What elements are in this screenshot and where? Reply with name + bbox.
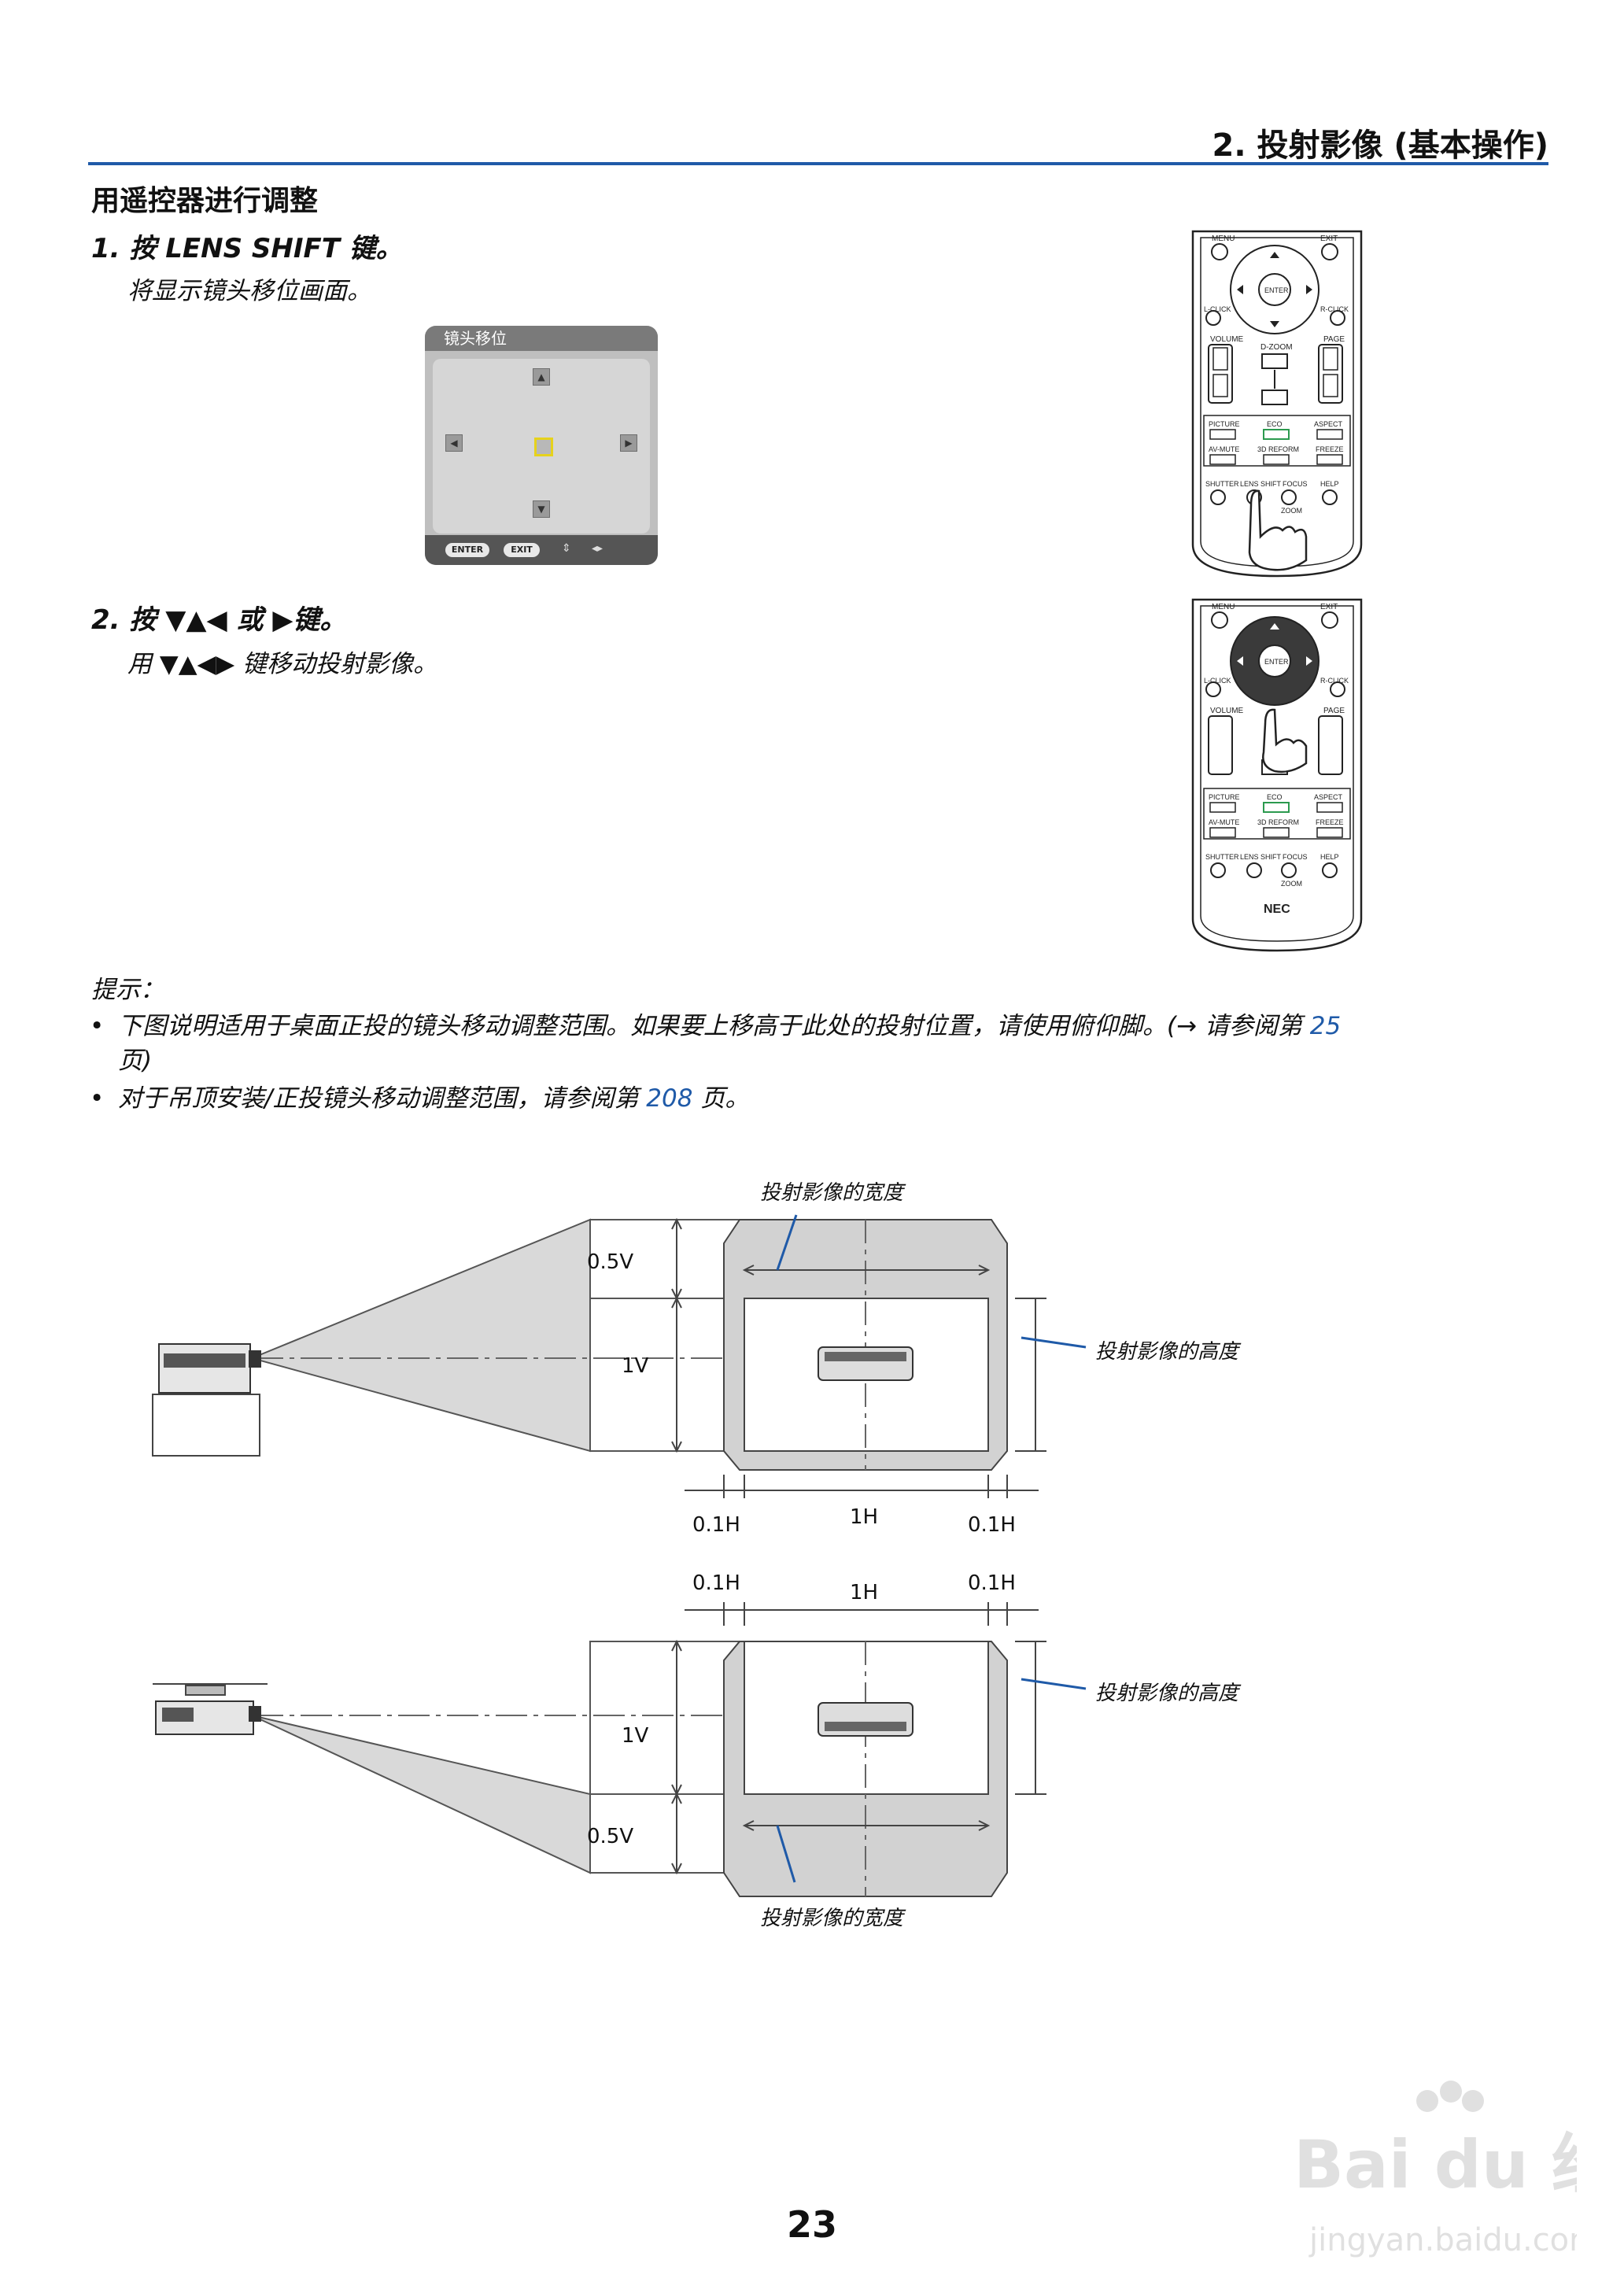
tip1-tail: 页) (118, 1047, 153, 1075)
remote-exit-label: EXIT (1320, 234, 1338, 243)
remote-freeze-label: FREEZE (1316, 445, 1344, 453)
osd-footer: ENTER EXIT ⇕ ◂▸ (425, 535, 658, 565)
remote-reform-label: 3D REFORM (1257, 445, 1299, 453)
header-title: 2. 投射影像 (基本操作) (1212, 127, 1548, 164)
remote2-lensshift-label: LENS SHIFT (1240, 853, 1282, 861)
remote-rclick-label: R-CLICK (1320, 305, 1349, 313)
dim-0.1h-upper-right: 0.1H (968, 1513, 1016, 1537)
watermark-brand: Bai du 经验 (1294, 2126, 1577, 2203)
remote2-focus-label: FOCUS (1283, 853, 1308, 861)
remote-zoom-label: ZOOM (1281, 507, 1302, 515)
remote-enter-label: ENTER (1264, 286, 1289, 294)
step2-title: 2. 按 ▼▲◀ 或 ▶键。 (91, 604, 347, 636)
osd-left-arrow-icon: ◀ (445, 434, 463, 452)
remote-control-arrow-keys: MENU EXIT ENTER L-CLICK R-CLICK VOLUME P… (1191, 598, 1363, 952)
step1-desc: 将显示镜头移位画面。 (127, 277, 371, 305)
osd-down-arrow-icon: ▼ (533, 500, 550, 518)
osd-panel: ▲ ▼ ◀ ▶ (433, 359, 650, 534)
remote2-volume-label: VOLUME (1210, 707, 1244, 715)
section-title: 用遥控器进行调整 (91, 185, 319, 217)
osd-up-arrow-icon: ▲ (533, 368, 550, 386)
bullet-dot: • (90, 1012, 105, 1040)
dim-0.1h-upper-left: 0.1H (692, 1513, 740, 1537)
osd-leftright-icon: ◂▸ (592, 542, 603, 555)
remote2-exit-label: EXIT (1320, 603, 1338, 611)
tips-label: 提示： (91, 976, 164, 1004)
osd-updown-icon: ⇕ (562, 542, 571, 555)
remote2-zoom-label: ZOOM (1281, 880, 1302, 888)
remote2-shutter-label: SHUTTER (1205, 853, 1239, 861)
osd-exit-key: EXIT (504, 543, 540, 557)
tip2-page-link[interactable]: 208 (646, 1084, 693, 1113)
dim-0.1h-lower-left: 0.1H (692, 1571, 740, 1595)
height-label-lower: 投射影像的高度 (1095, 1682, 1242, 1705)
remote2-lclick-label: L-CLICK (1204, 677, 1231, 685)
remote-picture-label: PICTURE (1209, 420, 1240, 428)
bullet-dot: • (90, 1084, 105, 1113)
remote2-page-label: PAGE (1323, 707, 1345, 715)
remote2-avmute-label: AV-MUTE (1209, 818, 1239, 826)
watermark-url: jingyan.baidu.com (1308, 2222, 1577, 2258)
lens-shift-osd: 镜头移位 ▲ ▼ ◀ ▶ ENTER EXIT ⇕ ◂▸ (425, 326, 658, 565)
osd-right-arrow-icon: ▶ (620, 434, 637, 452)
width-label-lower: 投射影像的宽度 (760, 1907, 906, 1930)
dim-1h-lower: 1H (850, 1581, 878, 1604)
remote2-help-label: HELP (1320, 853, 1339, 861)
height-label-upper: 投射影像的高度 (1095, 1340, 1242, 1364)
remote-avmute-label: AV-MUTE (1209, 445, 1239, 453)
remote2-freeze-label: FREEZE (1316, 818, 1344, 826)
remote2-aspect-label: ASPECT (1314, 793, 1343, 801)
dim-1h-upper: 1H (850, 1505, 878, 1529)
remote-help-label: HELP (1320, 480, 1339, 488)
tip2-tail: 页。 (692, 1084, 750, 1113)
width-label-upper: 投射影像的宽度 (760, 1181, 906, 1205)
remote-control-lens-shift: MENU EXIT ENTER L-CLICK R-CLICK VOLUME D… (1191, 230, 1363, 578)
tip2-text: 对于吊顶安装/正投镜头移动调整范围，请参阅第 (118, 1084, 647, 1113)
tip1-text: 下图说明适用于桌面正投的镜头移动调整范围。如果要上移高于此处的投射位置，请使用俯… (118, 1012, 1310, 1040)
tip-bullet-2: • 对于吊顶安装/正投镜头移动调整范围，请参阅第 208 页。 (90, 1081, 749, 1116)
remote-eco-label: ECO (1267, 420, 1283, 428)
baidu-jingyan-watermark: Bai du 经验 jingyan.baidu.com (1294, 2081, 1577, 2258)
remote-volume-label: VOLUME (1210, 335, 1244, 344)
lens-shift-range-diagram: 0.5V 1V 投射影像的高度 投射影像的宽度 0.1H 1H 0.1H 0.1… (152, 1181, 1242, 1936)
header-rule (88, 162, 1548, 165)
dim-0.5v-lower: 0.5V (587, 1825, 633, 1848)
remote-focus-label: FOCUS (1283, 480, 1308, 488)
osd-title: 镜头移位 (425, 326, 658, 351)
step1-title: 1. 按 LENS SHIFT 键。 (91, 233, 403, 264)
remote2-eco-label: ECO (1267, 793, 1283, 801)
dim-1v-upper: 1V (622, 1354, 649, 1378)
remote-page-label: PAGE (1323, 335, 1345, 344)
remote-shutter-label: SHUTTER (1205, 480, 1239, 488)
remote2-enter-label: ENTER (1264, 658, 1289, 666)
remote2-rclick-label: R-CLICK (1320, 677, 1349, 685)
remote-lclick-label: L-CLICK (1204, 305, 1231, 313)
tip1-page-link[interactable]: 25 (1309, 1012, 1342, 1040)
remote-lensshift-label: LENS SHIFT (1240, 480, 1282, 488)
osd-enter-key: ENTER (445, 543, 489, 557)
remote-menu-label: MENU (1212, 234, 1235, 243)
dim-1v-lower: 1V (622, 1724, 649, 1748)
remote2-menu-label: MENU (1212, 603, 1235, 611)
remote2-picture-label: PICTURE (1209, 793, 1240, 801)
tip-bullet-1: • 下图说明适用于桌面正投的镜头移动调整范围。如果要上移高于此处的投射位置，请使用… (90, 1009, 1553, 1078)
remote2-brand-label: NEC (1264, 903, 1290, 916)
remote-aspect-label: ASPECT (1314, 420, 1343, 428)
remote-dzoom-label: D-ZOOM (1260, 343, 1293, 352)
page-number: 23 (787, 2203, 838, 2246)
dim-0.5v-upper: 0.5V (587, 1250, 633, 1274)
remote2-reform-label: 3D REFORM (1257, 818, 1299, 826)
dim-0.1h-lower-right: 0.1H (968, 1571, 1016, 1595)
osd-center-marker (534, 438, 553, 456)
step2-desc: 用 ▼▲◀▶ 键移动投射影像。 (127, 650, 438, 678)
